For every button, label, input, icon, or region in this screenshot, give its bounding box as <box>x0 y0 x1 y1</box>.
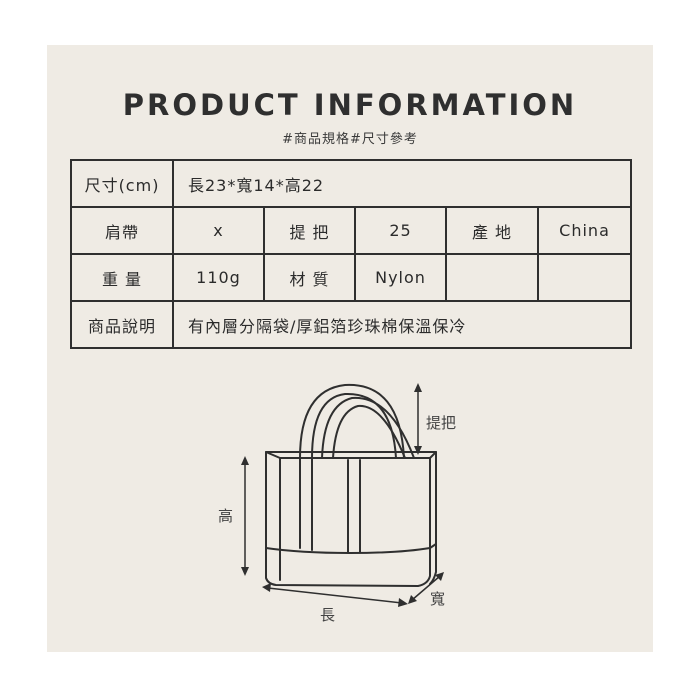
handle-dimension-label: 提把 <box>426 414 456 432</box>
strap-value: x <box>172 206 265 255</box>
weight-label: 重 量 <box>70 253 174 302</box>
table-row: 肩帶 x 提 把 25 產 地 China <box>70 206 633 255</box>
handle-label: 提 把 <box>263 206 356 255</box>
height-dimension-label: 高 <box>218 507 233 525</box>
material-value: Nylon <box>354 253 447 302</box>
width-dimension-label: 寬 <box>430 590 445 608</box>
empty-cell <box>536 253 633 302</box>
origin-value: China <box>536 206 633 255</box>
empty-cell <box>445 253 539 302</box>
background-panel <box>47 45 653 652</box>
origin-label: 產 地 <box>445 206 539 255</box>
table-row: 尺寸(cm) 長23*寬14*高22 <box>70 159 633 208</box>
spec-table: 尺寸(cm) 長23*寬14*高22 肩帶 x 提 把 25 產 地 China… <box>70 159 633 349</box>
bag-diagram: 提把 高 寬 長 <box>218 383 456 624</box>
strap-label: 肩帶 <box>70 206 174 255</box>
bag-handles <box>299 383 415 553</box>
table-row: 重 量 110g 材 質 Nylon <box>70 253 633 302</box>
size-value: 長23*寬14*高22 <box>171 159 633 208</box>
handle-value: 25 <box>354 206 447 255</box>
length-dimension-arrow <box>262 583 408 607</box>
width-dimension-arrow <box>408 572 444 604</box>
size-label: 尺寸(cm) <box>70 159 174 208</box>
desc-label: 商品說明 <box>70 300 174 349</box>
length-dimension-label: 長 <box>320 606 335 624</box>
bag-outline <box>265 451 437 587</box>
weight-value: 110g <box>172 253 265 302</box>
material-label: 材 質 <box>263 253 356 302</box>
table-row: 商品說明 有內層分隔袋/厚鋁箔珍珠棉保溫保冷 <box>70 300 633 349</box>
height-dimension-arrow <box>241 456 249 576</box>
page-title: PRODUCT INFORMATION <box>122 88 578 122</box>
page-subtitle: #商品規格#尺寸參考 <box>282 132 418 147</box>
desc-value: 有內層分隔袋/厚鋁箔珍珠棉保溫保冷 <box>171 300 633 349</box>
handle-dimension-arrow <box>414 383 422 455</box>
